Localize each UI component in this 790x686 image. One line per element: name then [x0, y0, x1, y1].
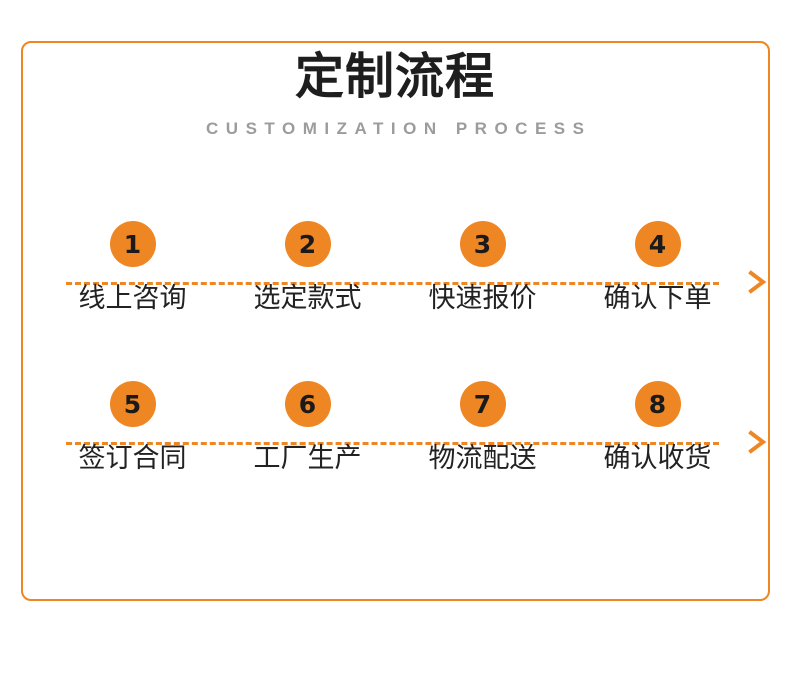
- step-label: 选定款式: [253, 283, 362, 314]
- process-step[interactable]: 2 选定款式: [220, 221, 395, 331]
- step-number-badge: 2: [284, 221, 331, 267]
- step-number-badge: 7: [459, 381, 506, 427]
- step-number-badge: 4: [634, 221, 681, 267]
- step-label: 确认收货: [603, 443, 712, 474]
- page-title: 定制流程: [294, 48, 495, 105]
- step-number-badge: 1: [109, 221, 156, 267]
- step-label: 物流配送: [428, 443, 537, 474]
- step-number-badge: 8: [634, 381, 681, 427]
- process-step[interactable]: 6 工厂生产: [220, 381, 395, 491]
- process-row-1: 1 线上咨询 2 选定款式 3 快速报价 4 确认下单: [45, 221, 767, 331]
- step-number-badge: 6: [284, 381, 331, 427]
- page-subtitle: CUSTOMIZATION PROCESS: [206, 119, 592, 138]
- dashed-connector-line-row-1: [66, 282, 719, 285]
- process-step[interactable]: 4 确认下单: [570, 221, 745, 331]
- process-step[interactable]: 1 线上咨询: [45, 221, 220, 331]
- step-number-badge: 3: [459, 221, 506, 267]
- arrow-right-icon: [747, 270, 769, 294]
- content-frame: [21, 41, 770, 601]
- step-label: 确认下单: [603, 283, 712, 314]
- process-step[interactable]: 8 确认收货: [570, 381, 745, 491]
- step-label: 线上咨询: [78, 283, 187, 314]
- heading-block: 定制流程 CUSTOMIZATION PROCESS: [0, 52, 790, 137]
- process-row-2: 5 签订合同 6 工厂生产 7 物流配送 8 确认收货: [45, 381, 767, 491]
- dashed-connector-line-row-2: [66, 442, 719, 445]
- step-number-badge: 5: [109, 381, 156, 427]
- process-step[interactable]: 3 快速报价: [395, 221, 570, 331]
- process-steps-row-1: 1 线上咨询 2 选定款式 3 快速报价 4 确认下单: [45, 221, 745, 331]
- step-label: 快速报价: [428, 283, 537, 314]
- process-step[interactable]: 7 物流配送: [395, 381, 570, 491]
- step-label: 工厂生产: [253, 443, 362, 474]
- process-step[interactable]: 5 签订合同: [45, 381, 220, 491]
- step-label: 签订合同: [78, 443, 187, 474]
- arrow-right-icon: [747, 430, 769, 454]
- process-steps-row-2: 5 签订合同 6 工厂生产 7 物流配送 8 确认收货: [45, 381, 745, 491]
